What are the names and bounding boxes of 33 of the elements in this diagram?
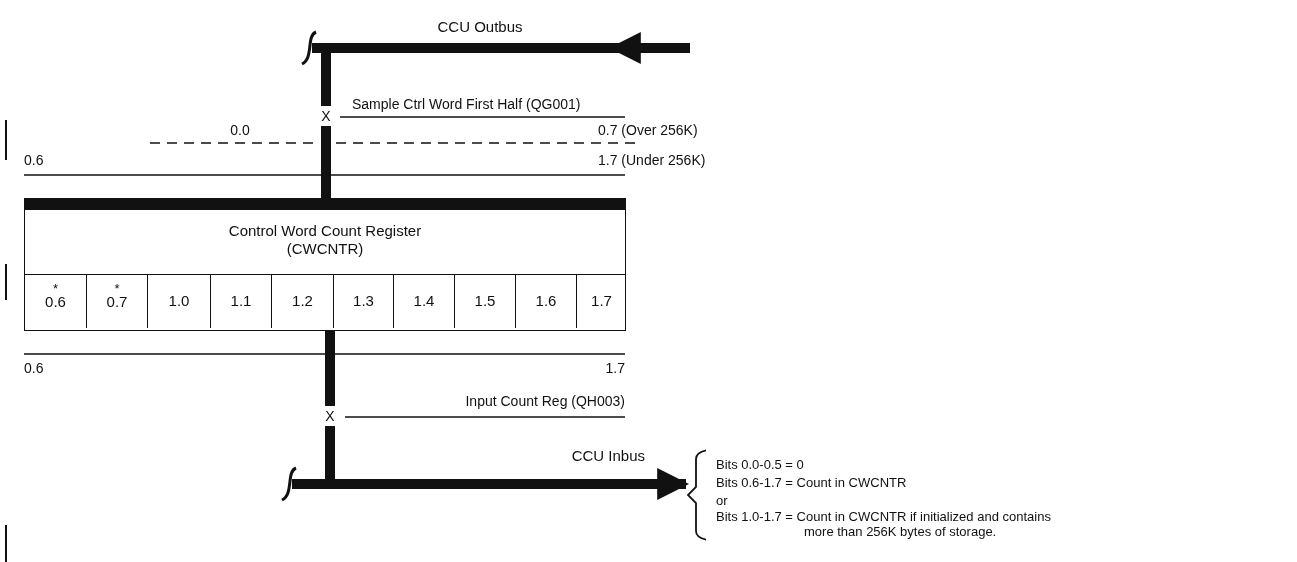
note-text: Bits 0.6-1.7 = Count in CWCNTR: [716, 475, 907, 490]
note-text: Bits 0.0-0.5 = 0: [716, 457, 804, 472]
bit-label: 1.7: [605, 360, 625, 376]
bit-label: 0.7: [106, 293, 128, 311]
bit-label: 0.6: [24, 152, 44, 168]
footnote-mark: *: [114, 284, 120, 293]
bus-label: CCU Outbus: [437, 19, 523, 35]
bit-label: 0.0: [230, 122, 250, 138]
bit-label: 0.6: [45, 293, 66, 311]
bit-label: 1.1: [230, 292, 252, 310]
bit-label: 1.7: [591, 292, 612, 310]
bus-connection: [321, 53, 331, 198]
note-text: Bits 1.0-1.7 = Count in CWCNTR if initialized and contains more than 256K bytes of storage.: [716, 509, 1052, 539]
bus-connection: [325, 331, 335, 479]
footnote-mark: *: [52, 284, 59, 293]
bit-label: 1.2: [292, 292, 313, 310]
gate-mark: X: [323, 406, 337, 426]
bus-label: CCU Inbus: [571, 448, 645, 464]
bit-label: 1.5: [474, 292, 496, 310]
signal-label: Input Count Reg (QH003): [465, 393, 625, 409]
bit-label: 1.7 (Under 256K): [598, 152, 706, 168]
bus-connection: [610, 468, 690, 500]
bit-label: 0.6: [24, 360, 44, 376]
note-text: or: [716, 493, 728, 508]
bit-label: 1.6: [535, 292, 557, 310]
bit-label: 1.3: [353, 292, 374, 310]
bit-label: 1.0: [168, 292, 190, 310]
signal-label: Sample Ctrl Word First Half (QG001): [352, 96, 581, 112]
bit-label: 1.4: [413, 292, 435, 310]
gate-mark: X: [319, 106, 333, 126]
register-box: [24, 198, 626, 331]
register-name: Control Word Count Register (CWCNTR): [227, 222, 423, 258]
bit-label: 0.7 (Over 256K): [598, 122, 698, 138]
